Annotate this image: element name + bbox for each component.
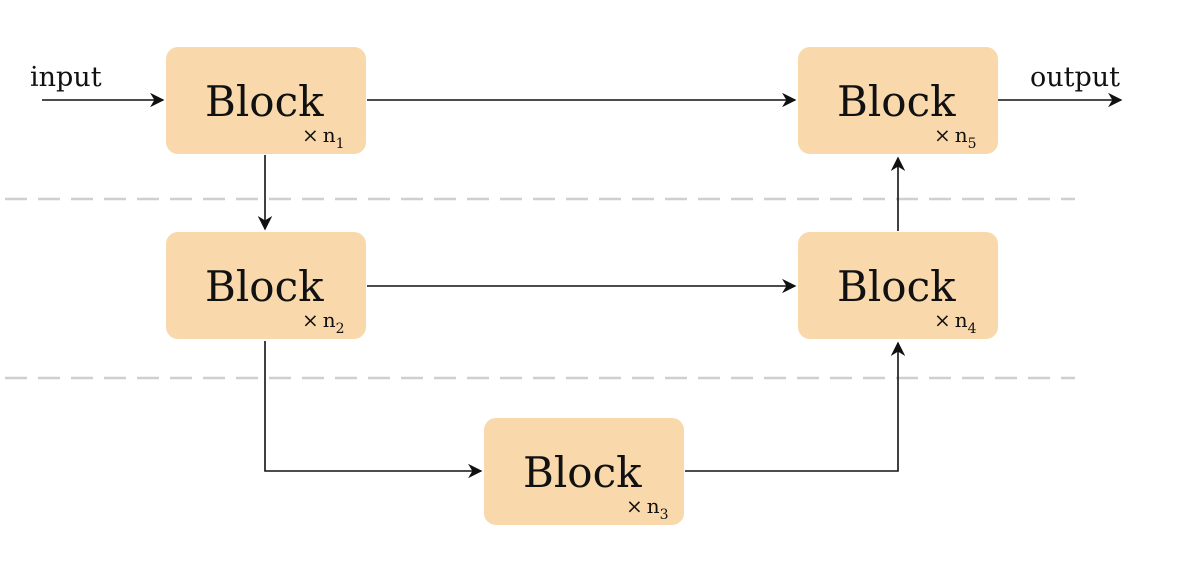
block-3: Block ×n3 (484, 418, 684, 525)
block-2-box (166, 232, 366, 339)
block-5-box (798, 47, 998, 154)
block-3-label: Block (523, 448, 642, 497)
block-5: Block ×n5 (798, 47, 998, 154)
block-4-box (798, 232, 998, 339)
block-1-repeat: ×n1 (302, 123, 345, 152)
input-label: input (30, 62, 102, 93)
block-3-repeat: ×n3 (626, 494, 669, 523)
block-4-repeat: ×n4 (934, 308, 977, 337)
block-1: Block ×n1 (166, 47, 366, 154)
output-label: output (1030, 62, 1120, 93)
block-4: Block ×n4 (798, 232, 998, 339)
block-3-box (484, 418, 684, 525)
block-2-label: Block (205, 262, 324, 311)
block-1-box (166, 47, 366, 154)
block-4-label: Block (837, 262, 956, 311)
block-5-repeat: ×n5 (934, 123, 977, 152)
edge-block-2-to-block-3 (264, 341, 483, 479)
block-2-repeat: ×n2 (302, 308, 345, 337)
block-2: Block ×n2 (166, 232, 366, 339)
block-5-label: Block (837, 77, 956, 126)
block-1-label: Block (205, 77, 324, 126)
edge-block-3-to-block-4 (685, 341, 906, 472)
